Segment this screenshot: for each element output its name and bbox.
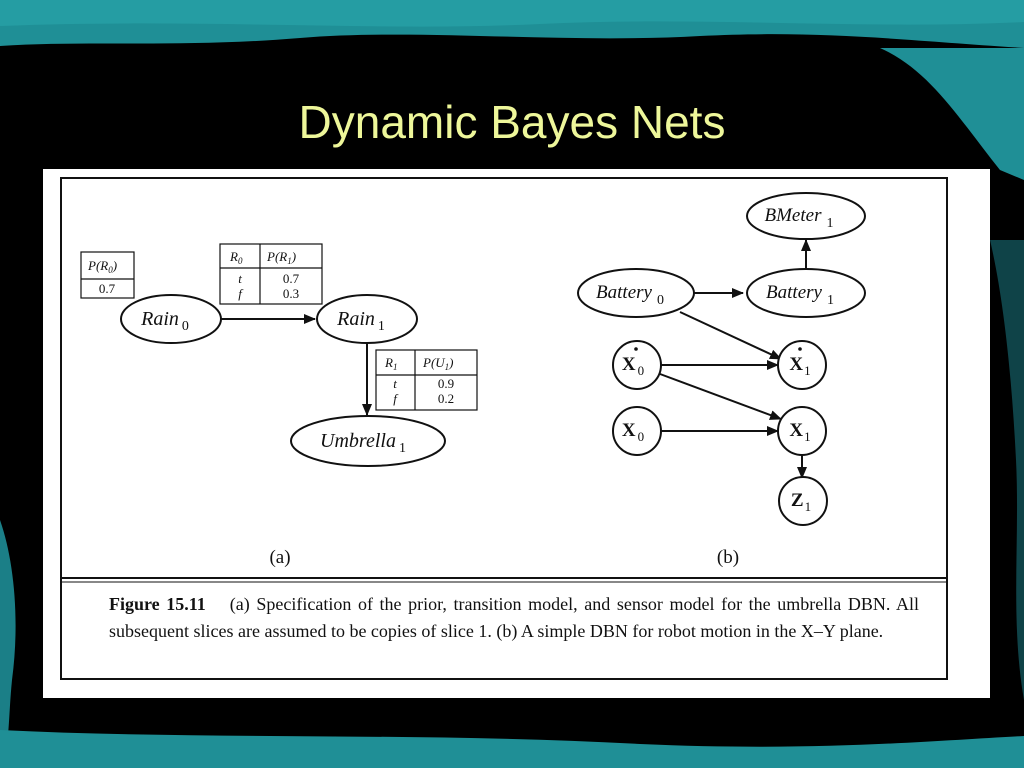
svg-text:R0: R0 <box>229 249 243 266</box>
figure-diagram: P(R0) 0.7 R0 P(R1) t f 0.7 0.3 R1 <box>60 177 948 680</box>
svg-text:0.7: 0.7 <box>99 281 116 296</box>
edge-battery0-xdot1 <box>679 311 782 360</box>
edge-xdot0-x1 <box>659 373 782 420</box>
svg-text:P(U1): P(U1) <box>422 355 454 372</box>
svg-text:t: t <box>238 271 242 286</box>
svg-text:0.7: 0.7 <box>283 271 300 286</box>
node-x1: X1 <box>777 406 827 456</box>
svg-text:P(R1): P(R1) <box>266 249 296 266</box>
caption-text: (a) Specification of the prior, transiti… <box>109 594 919 641</box>
svg-text:0.3: 0.3 <box>283 286 299 301</box>
svg-text:X0: X0 <box>622 420 644 444</box>
figure-border <box>60 177 948 680</box>
derivative-dot <box>634 347 638 351</box>
svg-text:R1: R1 <box>384 355 397 372</box>
svg-text:f: f <box>393 391 399 406</box>
svg-text:P(R0): P(R0) <box>87 258 117 275</box>
panel-b-label: (b) <box>717 547 739 568</box>
figure-caption: Figure 15.11(a) Specification of the pri… <box>109 591 919 645</box>
cpt-prior-table: P(R0) 0.7 <box>80 251 135 299</box>
svg-text:t: t <box>393 376 397 391</box>
figure-number: Figure 15.11 <box>109 594 206 614</box>
figure-panel: P(R0) 0.7 R0 P(R1) t f 0.7 0.3 R1 <box>43 169 990 698</box>
svg-text:0.2: 0.2 <box>438 391 454 406</box>
cpt-sensor-table: R1 P(U1) t f 0.9 0.2 <box>375 349 478 411</box>
svg-text:X1: X1 <box>789 420 810 444</box>
svg-text:0.9: 0.9 <box>438 376 454 391</box>
svg-text:Z1: Z1 <box>791 490 811 514</box>
svg-text:X1: X1 <box>789 354 810 378</box>
panel-a-label: (a) <box>269 547 290 568</box>
derivative-dot <box>798 347 802 351</box>
slide-title: Dynamic Bayes Nets <box>298 96 726 148</box>
svg-text:X0: X0 <box>622 354 644 378</box>
node-z1: Z1 <box>778 476 828 526</box>
node-xdot1: X1 <box>777 340 827 390</box>
cpt-transition-table: R0 P(R1) t f 0.7 0.3 <box>219 243 323 305</box>
svg-text:f: f <box>238 286 244 301</box>
